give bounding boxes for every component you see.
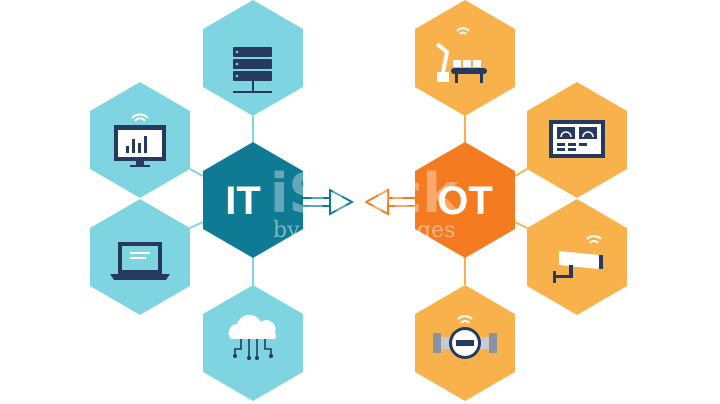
it-node-cloud [203,285,303,401]
ot-node-robot-arm [415,0,515,116]
it-node-server [203,0,303,116]
ot-hub: OT [415,142,515,258]
it-hub: IT [203,142,303,258]
laptop-icon [110,242,170,280]
monitor-chart-wifi-icon [114,113,166,167]
ot-node-control-panel [527,82,627,198]
robot-arm-conveyor-icon [435,27,487,83]
ot-node-meter [415,285,515,401]
it-to-ot-arrow [300,188,355,216]
connector-lines [189,116,528,285]
watermark-subline: by Getty Images [273,218,455,243]
it-hub-label: IT [225,179,261,223]
ot-to-it-arrow [363,188,418,216]
server-rack-icon [233,47,272,93]
ot-hub-label: OT [437,179,493,223]
watermark: iStock by Getty Images [270,162,459,243]
security-camera-wifi-icon [553,235,603,283]
smart-meter-wifi-icon [433,315,497,359]
it-node-laptop [90,199,190,315]
ot-node-camera [527,199,627,315]
it-node-monitor [90,82,190,198]
cloud-network-icon [228,314,276,360]
control-panel-gauges-icon [549,120,605,158]
watermark-brand: iStock [270,162,459,225]
